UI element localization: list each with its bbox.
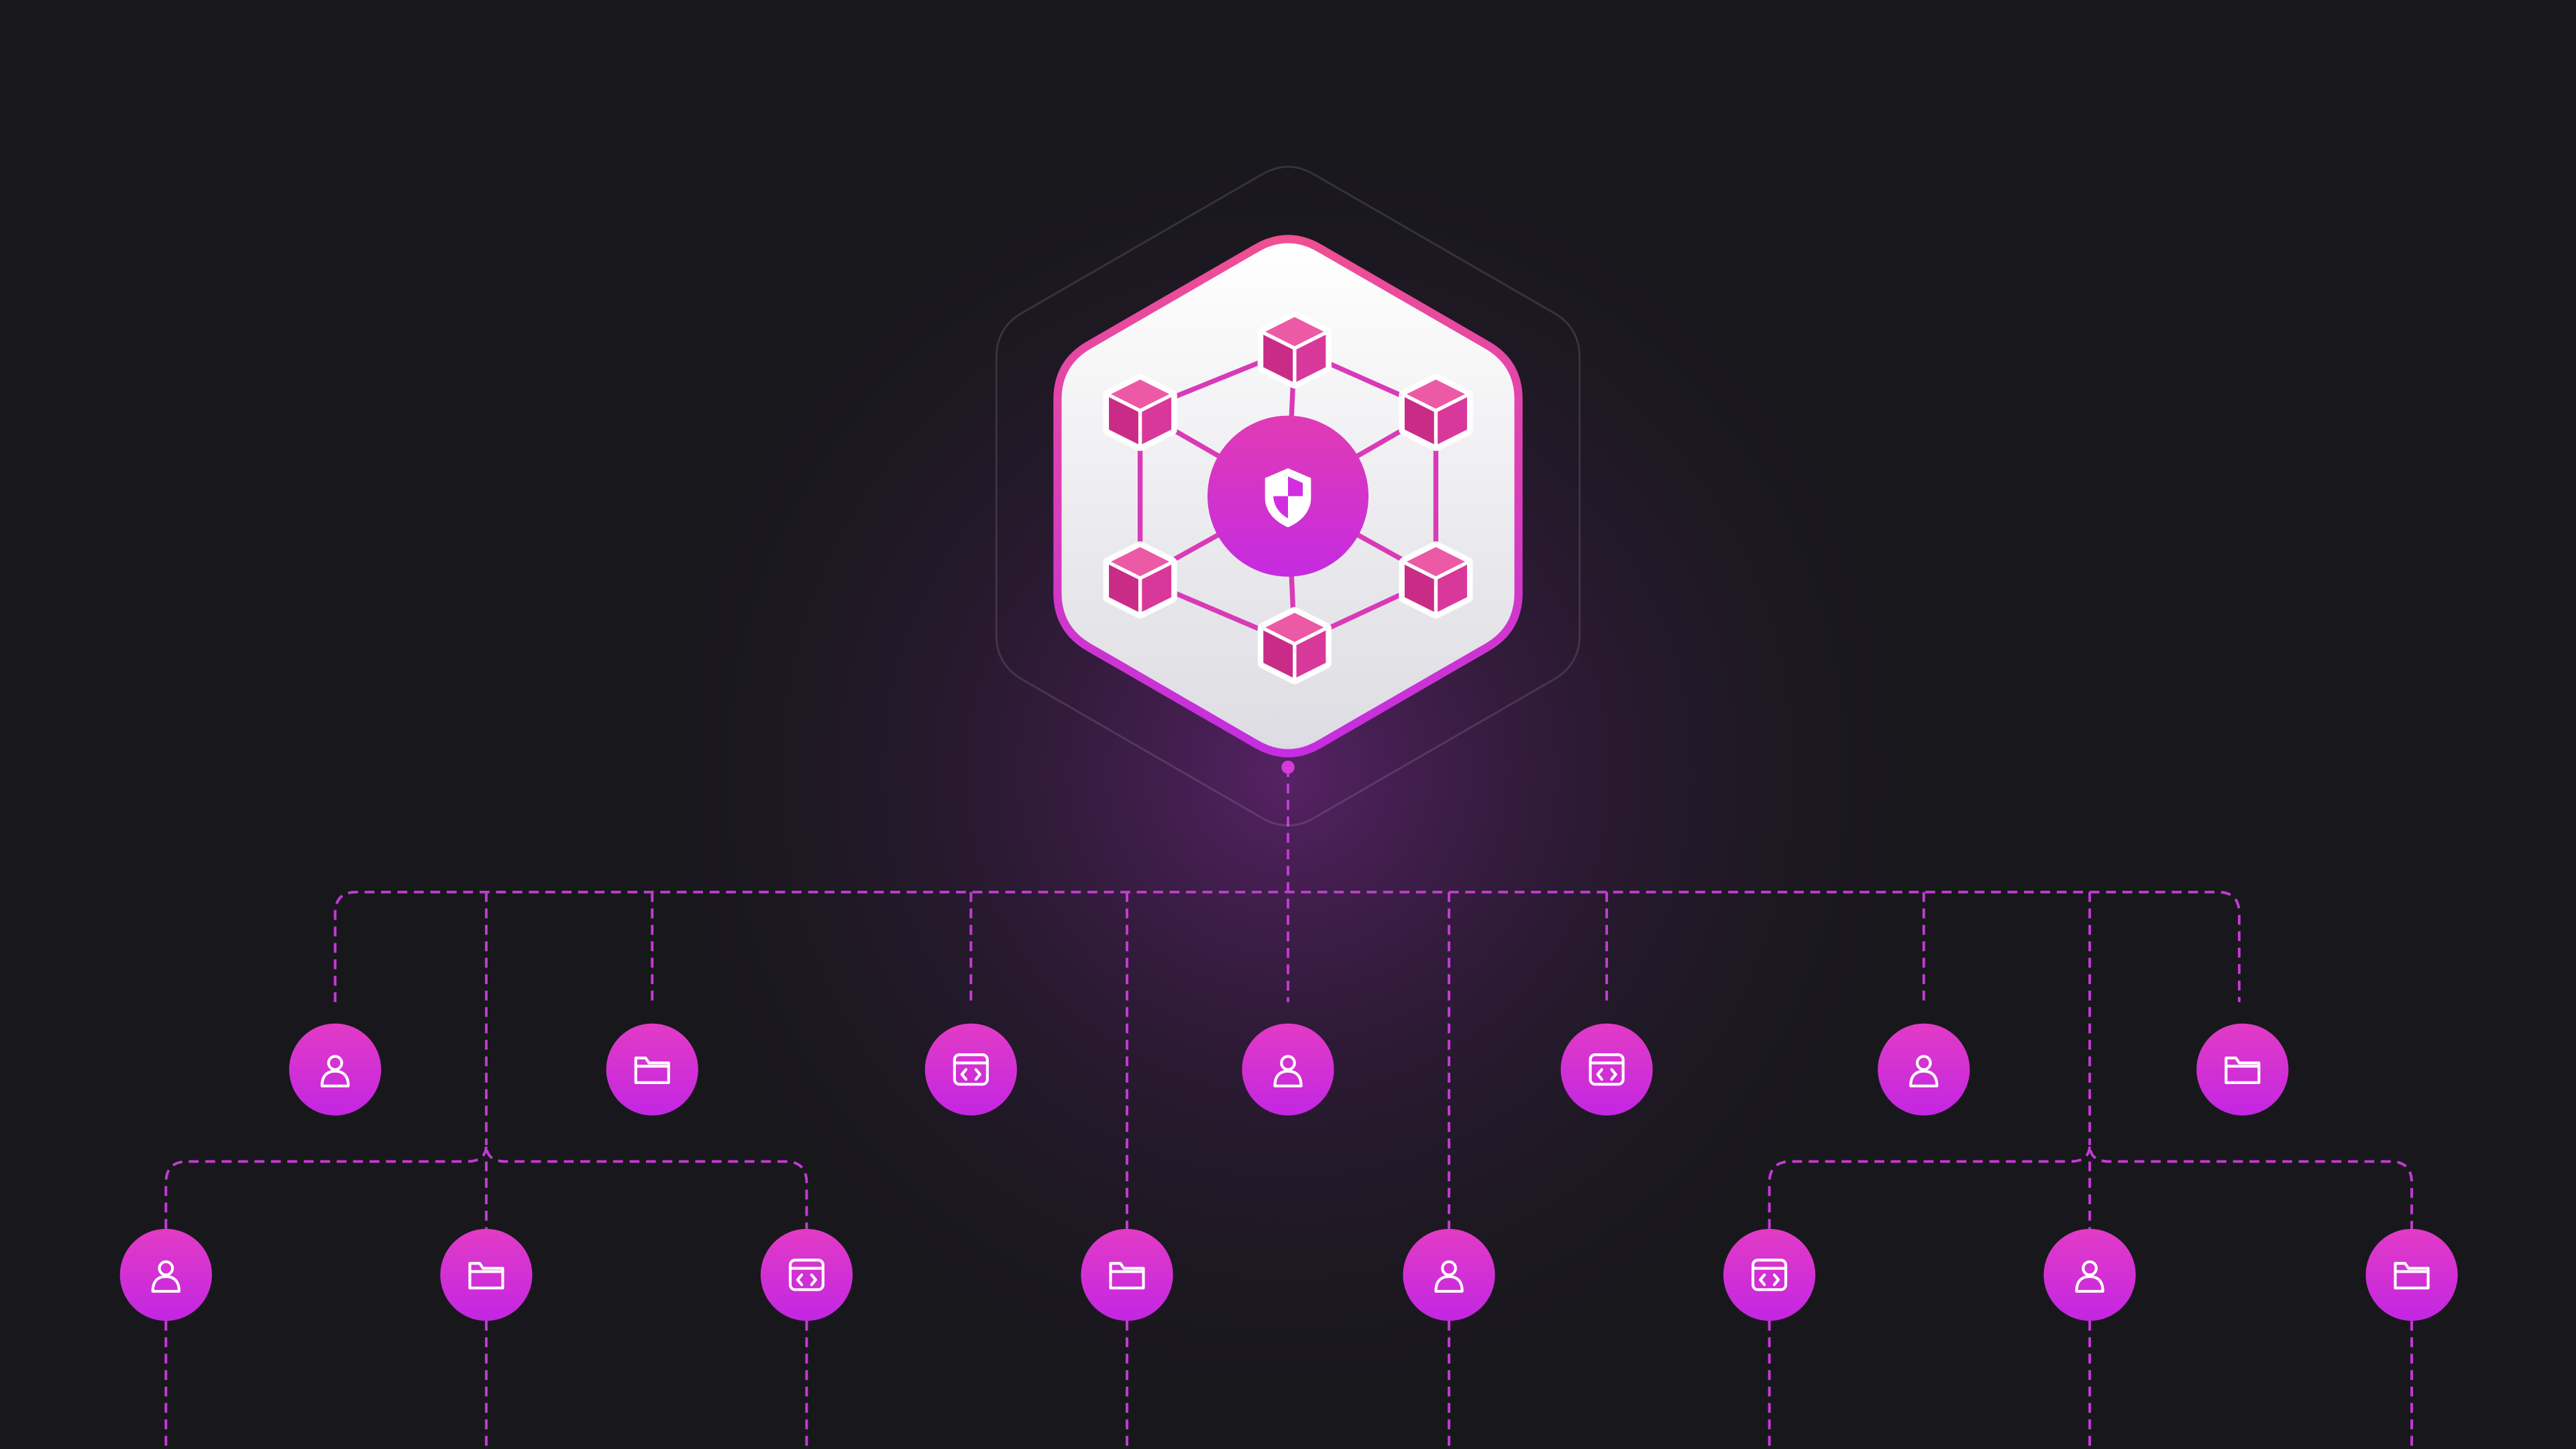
connector-lines [164, 767, 2414, 1449]
cube-icon [1103, 374, 1177, 451]
folder-icon [634, 1057, 670, 1084]
node-circle [2365, 1228, 2458, 1321]
shield-icon [1265, 468, 1311, 528]
connector-line [1768, 1144, 2414, 1229]
tier1-node[interactable] [289, 1023, 382, 1116]
user-icon [1434, 1260, 1464, 1293]
code-window-icon [953, 1053, 989, 1086]
folder-icon [1109, 1262, 1145, 1290]
node-circle [760, 1228, 853, 1321]
user-icon [151, 1260, 181, 1293]
tier2-node[interactable] [2365, 1228, 2458, 1321]
node-circle [1723, 1228, 1816, 1321]
tier1-node[interactable] [924, 1023, 1017, 1116]
code-window-icon [1751, 1258, 1788, 1291]
node-circle [606, 1023, 698, 1116]
tier2-node[interactable] [1081, 1228, 1173, 1321]
user-icon [1909, 1055, 1939, 1087]
tier2-node[interactable] [1723, 1228, 1816, 1321]
hub-outer-ring [995, 166, 1581, 827]
tier2-node[interactable] [1403, 1228, 1495, 1321]
cube-icon [1399, 541, 1473, 619]
cube-icon [1103, 541, 1177, 619]
node-circle [2196, 1023, 2289, 1116]
connector-line [333, 890, 2241, 1002]
node-circle [1560, 1023, 1653, 1116]
tier2-node[interactable] [119, 1228, 212, 1321]
hub-anchor-dot [1281, 760, 1295, 774]
folder-icon [2224, 1057, 2261, 1084]
tier2-node[interactable] [440, 1228, 533, 1321]
tier2-node[interactable] [2043, 1228, 2136, 1321]
tier2-node[interactable] [760, 1228, 853, 1321]
node-circle [1081, 1228, 1173, 1321]
cube-icon [1257, 606, 1332, 684]
cube-icon [1399, 374, 1473, 451]
hub-hexagon [995, 166, 1581, 827]
user-icon [1273, 1055, 1303, 1087]
code-window-icon [1589, 1053, 1625, 1086]
node-circle [924, 1023, 1017, 1116]
tier1-node[interactable] [1878, 1023, 1970, 1116]
folder-icon [468, 1262, 504, 1290]
tier1-node[interactable] [606, 1023, 698, 1116]
cube-blocks [1103, 311, 1473, 684]
user-icon [320, 1055, 350, 1087]
cube-icon [1257, 311, 1332, 389]
folder-icon [2394, 1262, 2430, 1290]
tier2-nodes [119, 1228, 2458, 1321]
code-window-icon [788, 1258, 825, 1291]
connector-line [164, 1144, 808, 1229]
tier1-node[interactable] [1560, 1023, 1653, 1116]
tier1-nodes [289, 1023, 2289, 1116]
user-icon [2075, 1260, 2104, 1293]
tier1-node[interactable] [1242, 1023, 1334, 1116]
tier1-node[interactable] [2196, 1023, 2289, 1116]
node-circle [440, 1228, 533, 1321]
